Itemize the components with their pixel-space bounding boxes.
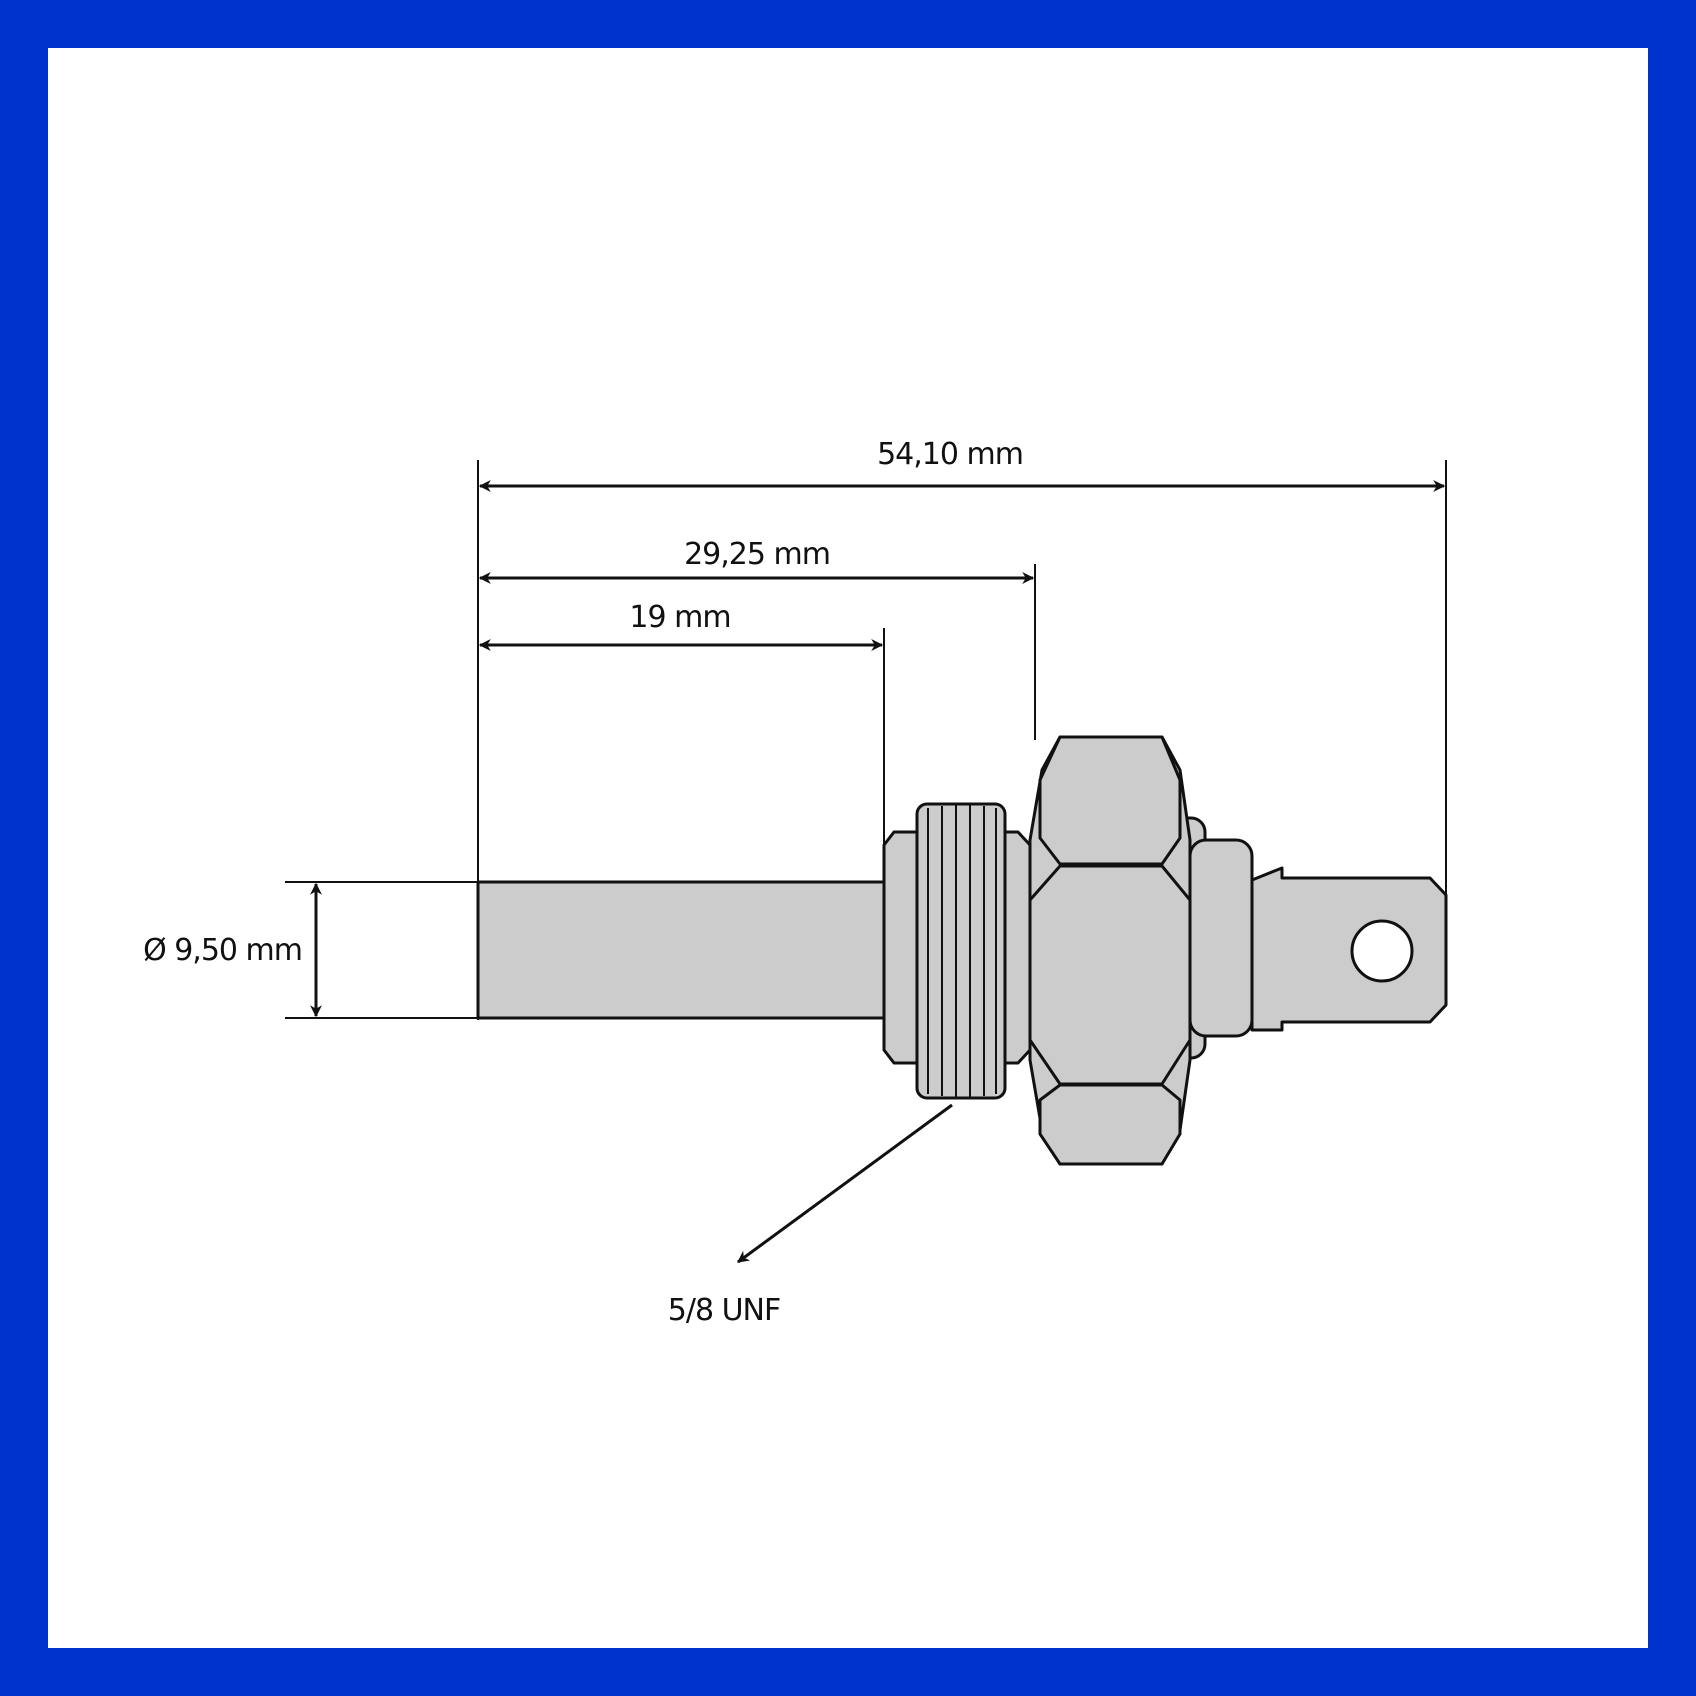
hex-nut (1028, 735, 1192, 1166)
probe-diameter-label: Ø 9,50 mm (143, 933, 302, 968)
thread-label: 5/8 UNF (668, 1293, 780, 1328)
rear-washer (1188, 838, 1254, 1038)
thread-rings (915, 802, 1007, 1100)
drawing-frame (48, 48, 1648, 1648)
thread-leader-line (737, 1103, 953, 1264)
terminal-tab (1250, 866, 1448, 1032)
sensor-body (476, 735, 1448, 1166)
terminal-hole (1350, 919, 1414, 983)
hex-position-label: 29,25 mm (684, 537, 830, 572)
probe-tip (476, 880, 886, 1020)
overall-length-label: 54,10 mm (877, 437, 1023, 472)
probe-length-label: 19 mm (629, 600, 730, 635)
